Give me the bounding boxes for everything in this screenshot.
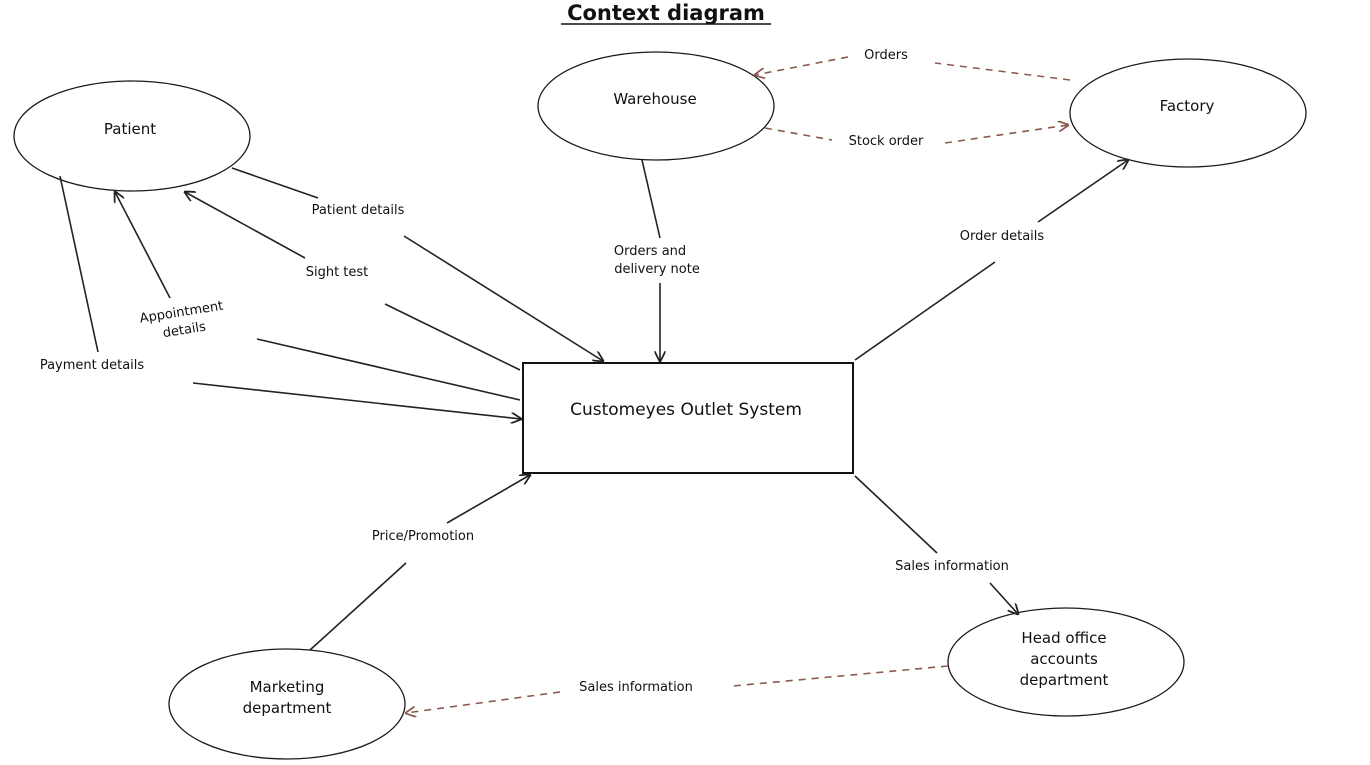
price-promotion-arrow xyxy=(446,475,530,524)
stock-order-label: Stock order xyxy=(849,134,924,149)
patient-entity xyxy=(13,80,251,192)
payment-arrow xyxy=(192,382,521,419)
head-office-label-line1: Head office xyxy=(1021,629,1106,647)
orders-delivery-label-line1: Orders and xyxy=(614,244,686,259)
order-details-line-a xyxy=(854,261,996,361)
sales-info-line-a xyxy=(854,475,938,554)
marketing-label-line1: Marketing xyxy=(250,678,325,696)
patient-details-arrow xyxy=(403,235,603,361)
price-promotion-label: Price/Promotion xyxy=(372,529,474,544)
system-label: Customeyes Outlet System xyxy=(570,400,802,420)
stock-order-dash-a xyxy=(764,127,833,141)
order-details-label: Order details xyxy=(960,229,1045,244)
marketing-label-line2: department xyxy=(243,699,332,717)
factory-entity xyxy=(1069,58,1307,168)
head-office-entity xyxy=(947,607,1185,717)
patient-details-label: Patient details xyxy=(312,203,405,218)
price-promotion-line-a xyxy=(309,562,407,651)
stock-order-dash-arrow xyxy=(944,125,1068,144)
sales-info-label: Sales information xyxy=(895,559,1009,574)
payment-details-label: Payment details xyxy=(40,358,145,373)
appointment-line-a xyxy=(256,338,521,401)
factory-label: Factory xyxy=(1160,97,1215,115)
appointment-label-group: Appointment details xyxy=(139,299,225,342)
sales-info-marketing-dash-arrow xyxy=(406,691,561,713)
appointment-arrow xyxy=(115,192,171,299)
orders-dash-a xyxy=(934,62,1071,81)
patient-label: Patient xyxy=(104,120,156,138)
order-details-arrow xyxy=(1037,160,1128,223)
sales-info-marketing-dash-a xyxy=(732,665,949,687)
diagram-title: Context diagram xyxy=(567,1,765,25)
patient-details-line-a xyxy=(231,167,319,199)
system-process-box xyxy=(522,362,854,474)
sales-info-marketing-label: Sales information xyxy=(579,680,693,695)
warehouse-entity xyxy=(537,51,775,161)
head-office-label-line3: department xyxy=(1020,671,1109,689)
sight-test-line-a xyxy=(384,303,521,371)
payment-line-a xyxy=(59,175,99,353)
marketing-entity xyxy=(168,648,406,760)
sight-test-arrow xyxy=(185,192,306,259)
sales-info-arrow xyxy=(989,582,1018,614)
orders-delivery-line-a xyxy=(641,159,661,239)
warehouse-label: Warehouse xyxy=(613,90,696,108)
orders-dash-arrow xyxy=(755,56,849,75)
appointment-label-line2: details xyxy=(162,320,207,342)
sight-test-label: Sight test xyxy=(306,265,369,280)
head-office-label-line2: accounts xyxy=(1030,650,1098,668)
orders-label: Orders xyxy=(864,48,908,63)
orders-delivery-label-line2: delivery note xyxy=(614,262,700,277)
